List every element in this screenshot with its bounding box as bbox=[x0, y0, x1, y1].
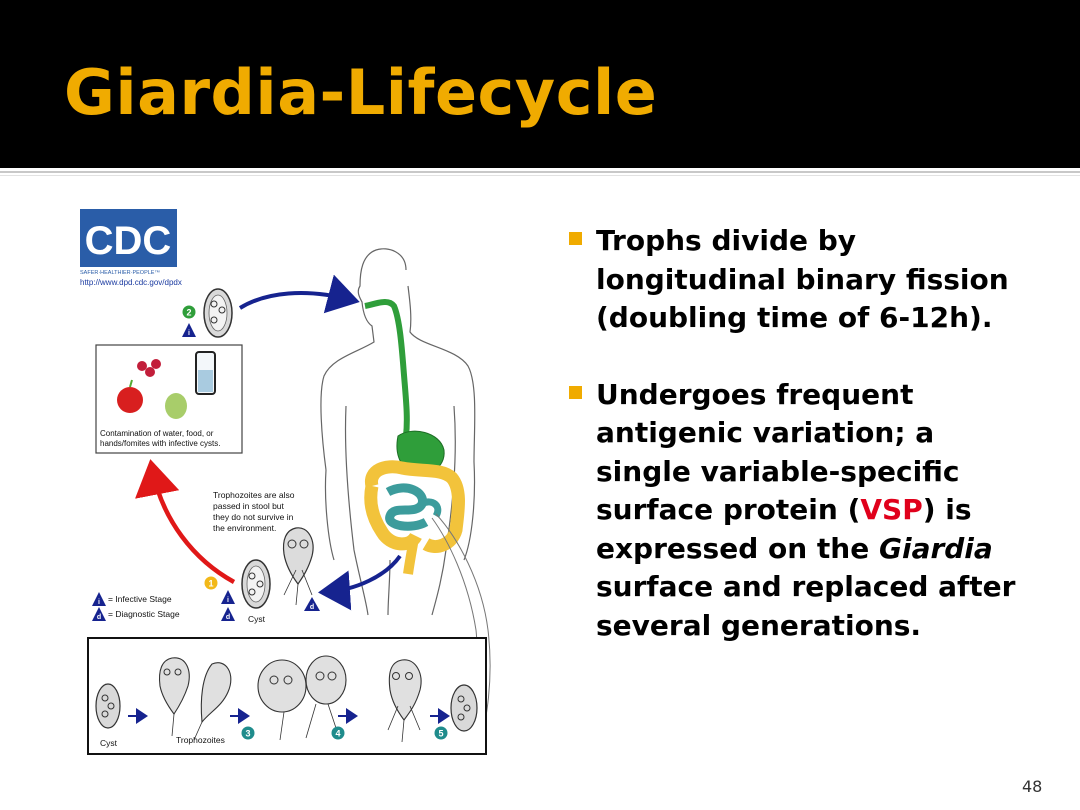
cyst-stage-1-icon bbox=[241, 559, 271, 609]
bullet-item-antigenic-variation: Undergoes frequent antigenic variation; … bbox=[568, 376, 1038, 646]
trophozoite-icon bbox=[282, 527, 314, 606]
svg-text:d: d bbox=[97, 614, 101, 621]
legend: i = Infective Stage d = Diagnostic Stage bbox=[92, 592, 180, 621]
cdc-url: http://www.dpd.cdc.gov/dpdx bbox=[80, 278, 182, 287]
page-number: 48 bbox=[1022, 777, 1043, 796]
svg-text:i: i bbox=[98, 599, 100, 606]
giardia-lifecycle-diagram: CDC SAFER·HEALTHIER·PEOPLE™ http://www.d… bbox=[80, 209, 491, 755]
cyst-icon bbox=[203, 288, 233, 338]
panel-trophozoites-label: Trophozoites bbox=[176, 735, 225, 745]
legend-diagnostic-label: = Diagnostic Stage bbox=[108, 609, 180, 619]
step-5-badge: 5 bbox=[434, 726, 448, 740]
bullet-square-icon bbox=[569, 232, 582, 245]
svg-text:passed in stool but: passed in stool but bbox=[213, 501, 285, 511]
cdc-logo-text: CDC bbox=[85, 219, 172, 263]
excystation-panel: Cyst Trophozoites 3 4 5 bbox=[87, 637, 487, 755]
bullet-text: Trophs divide by longitudinal binary fis… bbox=[596, 224, 1009, 334]
step-3-badge: 3 bbox=[241, 726, 255, 740]
diagnostic-marker-near-troph: d bbox=[304, 597, 320, 611]
vsp-highlight: VSP bbox=[860, 493, 923, 526]
legend-infective-label: = Infective Stage bbox=[108, 594, 172, 604]
cycle-arrow-contamination bbox=[135, 459, 236, 584]
svg-text:5: 5 bbox=[438, 729, 443, 739]
title-bar bbox=[0, 0, 1080, 168]
contamination-text-2: hands/fomites with infective cysts. bbox=[100, 439, 221, 448]
svg-text:i: i bbox=[227, 597, 229, 604]
legend-diagnostic-icon bbox=[92, 607, 106, 621]
bullet-square-icon bbox=[569, 385, 582, 399]
contamination-box: Contamination of water, food, or hands/f… bbox=[95, 344, 243, 454]
infective-marker-near-cyst: i bbox=[221, 590, 235, 604]
bullet-text-part2: ) is expressed on the bbox=[596, 493, 972, 565]
cycle-arrow-excretion bbox=[318, 554, 402, 611]
step-2-number: 2 bbox=[186, 308, 191, 318]
cycle-arrow-ingestion bbox=[238, 274, 360, 314]
bullet-item-binary-fission: Trophs divide by longitudinal binary fis… bbox=[568, 222, 1038, 338]
step-1-badge: 1 bbox=[204, 576, 218, 590]
step-4-badge: 4 bbox=[331, 726, 345, 740]
digestive-tract bbox=[364, 298, 491, 749]
pear-icon bbox=[165, 393, 187, 419]
cyst-label: Cyst bbox=[248, 614, 266, 624]
raspberry-icon bbox=[137, 361, 147, 371]
contamination-text-1: Contamination of water, food, or bbox=[100, 429, 214, 438]
svg-text:3: 3 bbox=[245, 729, 250, 739]
svg-text:d: d bbox=[310, 604, 314, 611]
svg-text:the environment.: the environment. bbox=[213, 523, 276, 533]
divider-line-thin bbox=[0, 175, 1080, 176]
cdc-logo: CDC SAFER·HEALTHIER·PEOPLE™ http://www.d… bbox=[80, 209, 182, 287]
svg-text:Trophozoites are also: Trophozoites are also bbox=[213, 490, 295, 500]
infective-stage-icon: i bbox=[182, 323, 196, 337]
svg-text:they do not survive in: they do not survive in bbox=[213, 512, 294, 522]
svg-text:d: d bbox=[226, 614, 230, 621]
cdc-tagline: SAFER·HEALTHIER·PEOPLE™ bbox=[80, 270, 160, 276]
bullet-text-part3: surface and replaced after several gener… bbox=[596, 570, 1016, 642]
step-2-badge: 2 bbox=[182, 305, 196, 319]
infective-stage-letter: i bbox=[188, 330, 190, 337]
divider-line bbox=[0, 171, 1080, 173]
slide-title: Giardia-Lifecycle bbox=[64, 56, 658, 129]
bullet-text-part1: Undergoes frequent antigenic variation; … bbox=[596, 377, 960, 527]
legend-infective-icon bbox=[92, 592, 106, 606]
diagnostic-marker-near-cyst: d bbox=[221, 607, 235, 621]
trophozoite-note: Trophozoites are also passed in stool bu… bbox=[213, 490, 295, 533]
bullet-list: Trophs divide by longitudinal binary fis… bbox=[568, 222, 1038, 683]
apple-icon bbox=[117, 387, 143, 413]
step-1-number: 1 bbox=[208, 579, 213, 589]
panel-cyst-label: Cyst bbox=[100, 738, 118, 748]
svg-text:4: 4 bbox=[335, 729, 340, 739]
giardia-italic: Giardia bbox=[878, 531, 993, 565]
